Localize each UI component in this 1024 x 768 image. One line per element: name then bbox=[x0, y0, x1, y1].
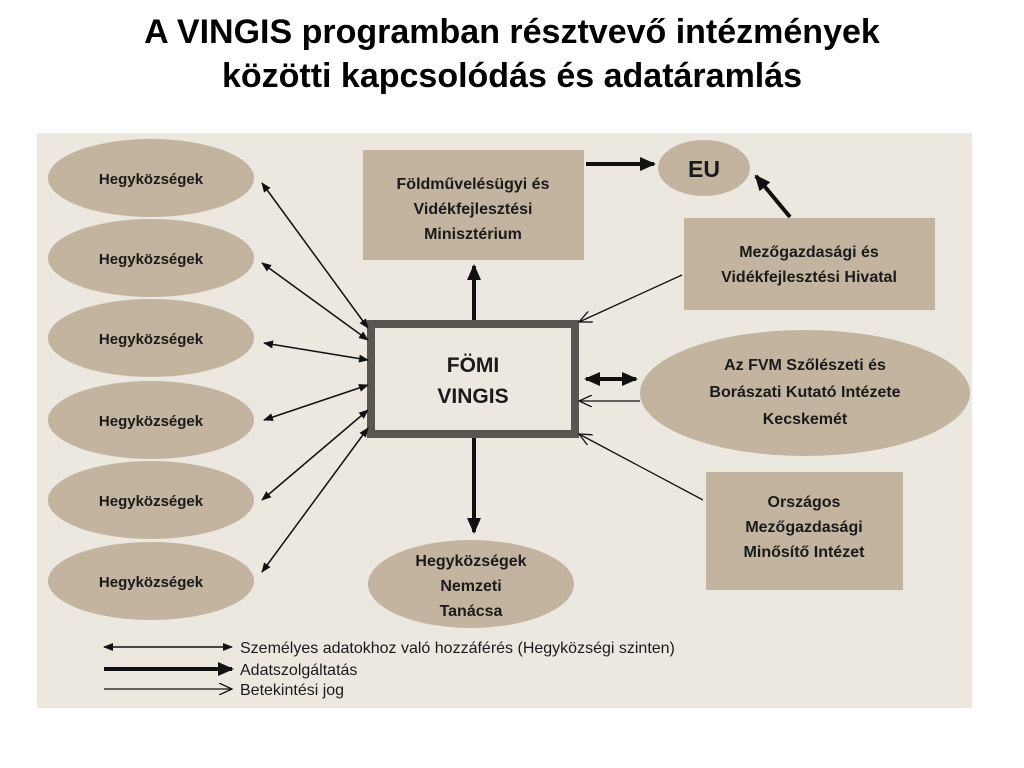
legend-label-1: Személyes adatokhoz való hozzáférés (Heg… bbox=[240, 640, 675, 657]
hegykozseg-node-2: Hegyközségek bbox=[48, 219, 254, 297]
hegykozseg-label-1: Hegyközségek bbox=[99, 171, 204, 188]
legend: Személyes adatokhoz való hozzáférés (Heg… bbox=[103, 640, 675, 699]
ministry-node: Földművelésügyi és Vidékfejlesztési Mini… bbox=[363, 150, 584, 260]
arrow-hegy1-fomi bbox=[261, 182, 369, 329]
fomi-vingis-node: FÖMI VINGIS bbox=[367, 320, 579, 438]
ministry-label-3: Minisztérium bbox=[424, 226, 522, 243]
hegykozseg-node-4: Hegyközségek bbox=[48, 381, 254, 459]
arrow-mvh-fomi bbox=[579, 274, 683, 322]
hegykozseg-node-1: Hegyközségek bbox=[48, 139, 254, 217]
arrow-hegy6-fomi bbox=[261, 427, 369, 573]
hegykozseg-node-6: Hegyközségek bbox=[48, 542, 254, 620]
arrow-hegy5-fomi bbox=[261, 409, 369, 501]
hegykozseg-node-3: Hegyközségek bbox=[48, 299, 254, 377]
fomi-label-1: FÖMI bbox=[447, 354, 500, 377]
omi-label-3: Minősítő Intézet bbox=[744, 544, 866, 561]
arrow-hegy4-fomi bbox=[263, 384, 369, 421]
council-node: Hegyközségek Nemzeti Tanácsa bbox=[368, 540, 574, 628]
omi-node: Országos Mezőgazdasági Minősítő Intézet bbox=[706, 472, 903, 590]
title-line-2: közötti kapcsolódás és adatáramlás bbox=[221, 57, 803, 95]
hegykozseg-label-3: Hegyközségek bbox=[99, 331, 204, 348]
title-line-1: A VINGIS programban résztvevő intézménye… bbox=[144, 13, 880, 51]
fomi-label-2: VINGIS bbox=[437, 385, 508, 408]
mvh-label-1: Mezőgazdasági és bbox=[739, 244, 879, 261]
mvh-node: Mezőgazdasági és Vidékfejlesztési Hivata… bbox=[684, 218, 935, 310]
council-label-2: Nemzeti bbox=[440, 578, 501, 595]
omi-label-1: Országos bbox=[768, 494, 841, 511]
arrow-mvh-eu bbox=[754, 174, 792, 219]
eu-node: EU bbox=[658, 140, 750, 196]
hegykozseg-label-5: Hegyközségek bbox=[99, 493, 204, 510]
arrow-hegy3-fomi bbox=[263, 340, 369, 363]
hegykozseg-label-2: Hegyközségek bbox=[99, 251, 204, 268]
omi-label-2: Mezőgazdasági bbox=[745, 519, 862, 536]
eu-label: EU bbox=[688, 156, 720, 182]
council-label-1: Hegyközségek bbox=[415, 553, 526, 570]
arrow-omi-fomi bbox=[579, 434, 704, 501]
institute-label-2: Borászati Kutató Intézete bbox=[709, 384, 900, 401]
institute-node: Az FVM Szőlészeti és Borászati Kutató In… bbox=[640, 330, 970, 456]
hegykozseg-label-6: Hegyközségek bbox=[99, 574, 204, 591]
institute-label-1: Az FVM Szőlészeti és bbox=[724, 357, 886, 374]
arrow-hegy2-fomi bbox=[261, 262, 369, 341]
hegykozseg-label-4: Hegyközségek bbox=[99, 413, 204, 430]
legend-label-2: Adatszolgáltatás bbox=[240, 662, 357, 679]
ministry-label-2: Vidékfejlesztési bbox=[414, 201, 533, 218]
page-title: A VINGIS programban résztvevő intézménye… bbox=[0, 10, 1024, 98]
hegykozseg-node-5: Hegyközségek bbox=[48, 461, 254, 539]
mvh-label-2: Vidékfejlesztési Hivatal bbox=[721, 269, 897, 286]
council-label-3: Tanácsa bbox=[440, 603, 503, 620]
legend-label-3: Betekintési jog bbox=[240, 682, 344, 699]
institute-label-3: Kecskemét bbox=[763, 411, 848, 428]
ministry-label-1: Földművelésügyi és bbox=[397, 176, 550, 193]
